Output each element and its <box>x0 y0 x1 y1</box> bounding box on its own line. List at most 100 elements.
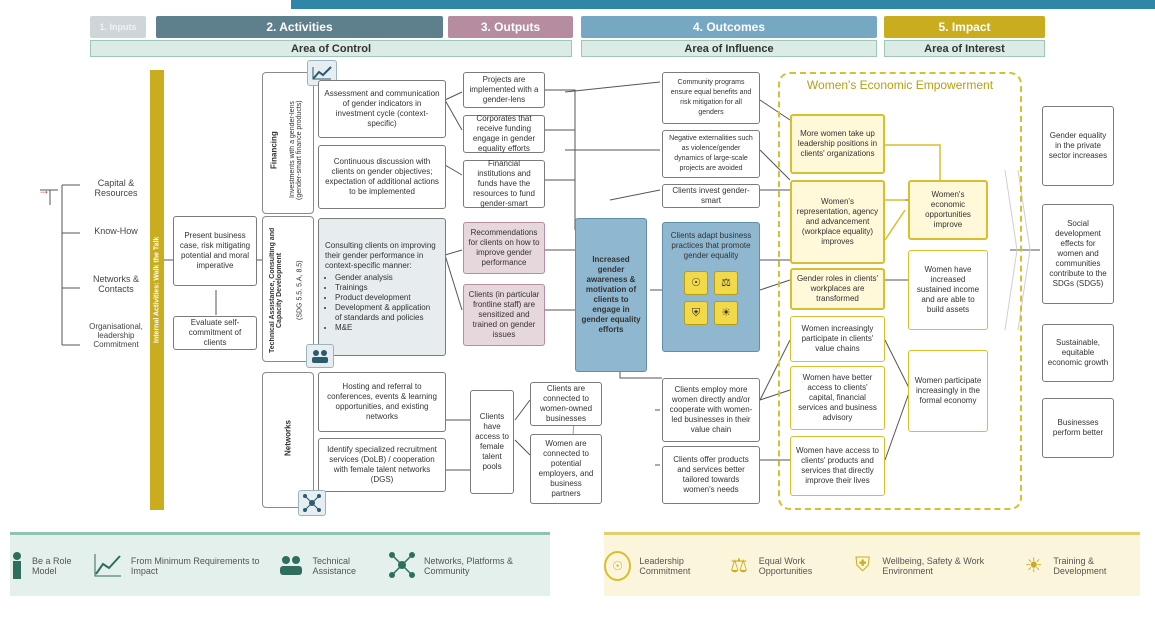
footer-training: ☀ Training & Development <box>1022 553 1140 579</box>
footer-right-band: ☉ Leadership Commitment ⚖ Equal Work Opp… <box>604 532 1140 596</box>
compass-icon: ☉ <box>604 550 632 581</box>
outcome-externalities: Negative externalities such as violence/… <box>662 130 760 178</box>
footer-label: Technical Assistance <box>312 555 357 576</box>
wee-access-capital: Women have better access to clients' cap… <box>790 366 885 430</box>
header-impact: 5. Impact <box>884 16 1045 38</box>
output-gender-lens: Projects are implemented with a gender-l… <box>463 72 545 108</box>
trend-chart-icon <box>93 552 123 580</box>
footer-label: From Minimum Requirements to Impact <box>130 555 260 576</box>
output-women-owned: Clients are connected to women-owned bus… <box>530 382 602 426</box>
networks-label: Networks <box>283 420 293 457</box>
sun-icon: ☀ <box>714 301 738 325</box>
wee-access-products: Women have access to clients' products a… <box>790 436 885 496</box>
footer-min-requirements: From Minimum Requirements to Impact <box>93 552 277 580</box>
business-practices-icons: ☉ ⚖ ⛨ ☀ <box>684 271 738 325</box>
wee-value-chains: Women increasingly participate in client… <box>790 316 885 362</box>
footer-wellbeing: ⛨ Wellbeing, Safety & Work Environment <box>851 553 1022 579</box>
header-activities: 2. Activities <box>156 16 443 38</box>
input-leadership: Organisational, leadership Commitment <box>89 322 143 349</box>
footer-equal-work: ⚖ Equal Work Opportunities <box>727 553 851 579</box>
outcome-gender-smart: Clients invest gender-smart <box>662 184 760 208</box>
header-outcomes: 4. Outcomes <box>581 16 877 38</box>
output-financial-institutions: Financial institutions and funds have th… <box>463 159 545 208</box>
people-icon <box>306 344 334 368</box>
impact-gender-equality: Gender equality in the private sector in… <box>1042 106 1114 186</box>
wee-income: Women have increased sustained income an… <box>908 250 988 330</box>
footer-label: Wellbeing, Safety & Work Environment <box>882 555 985 576</box>
wee-formal-economy: Women participate increasingly in the fo… <box>908 350 988 432</box>
outcome-community: Community programs ensure equal benefits… <box>662 72 760 124</box>
network-icon <box>298 490 326 516</box>
person-icon <box>10 551 24 581</box>
footer-left-band: Be a Role Model From Minimum Requirement… <box>10 532 550 596</box>
footer-role-model: Be a Role Model <box>10 551 93 581</box>
financing-section <box>262 72 314 214</box>
shield-icon: ⛨ <box>684 301 708 325</box>
output-gender-awareness: Increased gender awareness & motivation … <box>575 218 647 372</box>
wee-opportunities: Women's economic opportunities improve <box>908 180 988 240</box>
compass-icon: ☉ <box>684 271 708 295</box>
financing-label: Financing <box>269 131 279 169</box>
input-know-how: Know-How <box>94 226 138 236</box>
activity-hosting: Hosting and referral to conferences, eve… <box>318 372 446 432</box>
consulting-item: Development & application of standards a… <box>335 303 439 323</box>
top-accent-bar <box>291 0 1155 9</box>
business-practices-text: Clients adapt business practices that pr… <box>670 231 752 260</box>
outcome-products: Clients offer products and services bett… <box>662 446 760 504</box>
scales-icon: ⚖ <box>730 555 748 577</box>
output-corporates: Corporates that receive funding engage i… <box>463 114 545 153</box>
wee-leadership: More women take up leadership positions … <box>790 114 885 174</box>
wee-title: Women's Economic Empowerment <box>806 78 994 92</box>
ta-label: Technical Assistance, Consulting and Cap… <box>269 227 283 353</box>
consulting-item: Product development <box>335 293 439 303</box>
network-icon <box>388 551 416 581</box>
area-of-influence: Area of Influence <box>581 40 877 57</box>
impact-sustainable-growth: Sustainable, equitable economic growth <box>1042 324 1114 382</box>
footer-networks: Networks, Platforms & Community <box>388 551 550 581</box>
output-female-talent: Clients have access to female talent poo… <box>470 390 514 494</box>
financing-sublabel: Investments with a gender-lens (gender-s… <box>289 100 303 200</box>
impact-social-development: Social development effects for women and… <box>1042 204 1114 304</box>
business-case-box: Present business case, risk mitigating p… <box>173 216 257 286</box>
input-networks: Networks & Contacts <box>92 274 139 294</box>
output-recommendations: Recommendations for clients on how to im… <box>463 222 545 274</box>
consulting-intro: Consulting clients on improving their ge… <box>325 241 436 270</box>
consulting-item: Trainings <box>335 283 439 293</box>
output-women-connected: Women are connected to potential employe… <box>530 434 602 504</box>
output-sensitized: Clients (in particular frontline staff) … <box>463 284 545 346</box>
ta-section <box>262 216 314 362</box>
area-of-control: Area of Control <box>90 40 572 57</box>
footer-label: Leadership Commitment <box>639 555 691 576</box>
footer-label: Be a Role Model <box>32 555 72 576</box>
ta-sublabel: (SDG 5.5, 5.A, 8.5) <box>296 260 304 320</box>
internal-activities-bar: Internal Activities: Walk the Talk <box>150 70 164 510</box>
footer-leadership: ☉ Leadership Commitment <box>604 550 727 581</box>
header-outputs: 3. Outputs <box>448 16 573 38</box>
footer-label: Equal Work Opportunities <box>758 555 813 576</box>
people-icon <box>277 553 305 579</box>
activity-gender-indicators: Assessment and communication of gender i… <box>318 80 446 138</box>
footer-technical-assistance: Technical Assistance <box>277 553 388 579</box>
consulting-item: Gender analysis <box>335 273 439 283</box>
input-arrow-icon: → <box>38 183 50 197</box>
sun-icon: ☀ <box>1024 555 1043 577</box>
wee-gender-roles: Gender roles in clients' workplaces are … <box>790 268 885 310</box>
activity-discussion: Continuous discussion with clients on ge… <box>318 145 446 209</box>
activity-recruitment: Identify specialized recruitment service… <box>318 438 446 492</box>
area-of-interest: Area of Interest <box>884 40 1045 57</box>
consulting-list: Gender analysis Trainings Product develo… <box>335 273 439 333</box>
outcome-employ-women: Clients employ more women directly and/o… <box>662 378 760 442</box>
self-commitment-box: Evaluate self-commitment of clients <box>173 316 257 350</box>
consulting-item: M&E <box>335 323 439 333</box>
scales-icon: ⚖ <box>714 271 738 295</box>
input-capital: Capital & Resources <box>94 178 138 198</box>
footer-label: Networks, Platforms & Community <box>423 555 513 576</box>
shield-icon: ⛨ <box>855 554 871 576</box>
wee-representation: Women's representation, agency and advan… <box>790 180 885 264</box>
wee-container <box>778 72 1022 510</box>
outcome-business-practices: Clients adapt business practices that pr… <box>662 222 760 352</box>
impact-business-performance: Businesses perform better <box>1042 398 1114 458</box>
networks-section <box>262 372 314 508</box>
activity-consulting: Consulting clients on improving their ge… <box>318 218 446 356</box>
header-inputs: 1. Inputs <box>90 16 146 38</box>
